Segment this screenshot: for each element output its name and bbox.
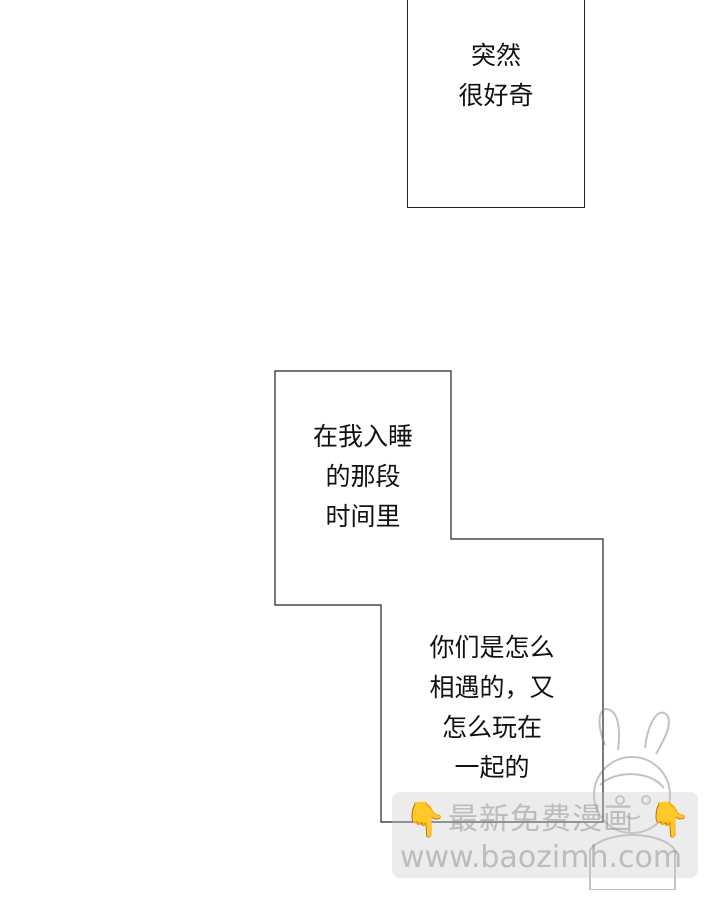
- step-outline-shape: [274, 370, 604, 823]
- caption-line: 相遇的，又: [429, 673, 555, 702]
- caption-line: 一起的: [454, 753, 530, 782]
- caption-line: 时间里: [325, 502, 401, 531]
- caption-line: 你们是怎么: [429, 633, 555, 662]
- caption-box-top: [407, 0, 585, 208]
- caption-line: 的那段: [325, 462, 401, 491]
- caption-line: 在我入睡: [312, 422, 413, 451]
- mascot-illustration: [589, 708, 676, 890]
- caption-line: 怎么玩在: [441, 713, 542, 742]
- hand-pointing-down-icon: 👇: [404, 800, 447, 840]
- hand-pointing-down-icon: 👇: [648, 800, 691, 840]
- watermark-title: 最新免费漫画: [448, 802, 634, 837]
- watermark-banner: [392, 792, 698, 878]
- watermark-url[interactable]: www.baozimh.com: [400, 840, 683, 875]
- caption-text-top: 突然 很好奇: [407, 36, 585, 116]
- caption-text-step-upper: 在我入睡 的那段 时间里: [275, 417, 451, 537]
- caption-line: 很好奇: [458, 81, 534, 110]
- caption-line: 突然: [470, 41, 521, 70]
- caption-text-step-lower: 你们是怎么 相遇的，又 怎么玩在 一起的: [381, 628, 603, 788]
